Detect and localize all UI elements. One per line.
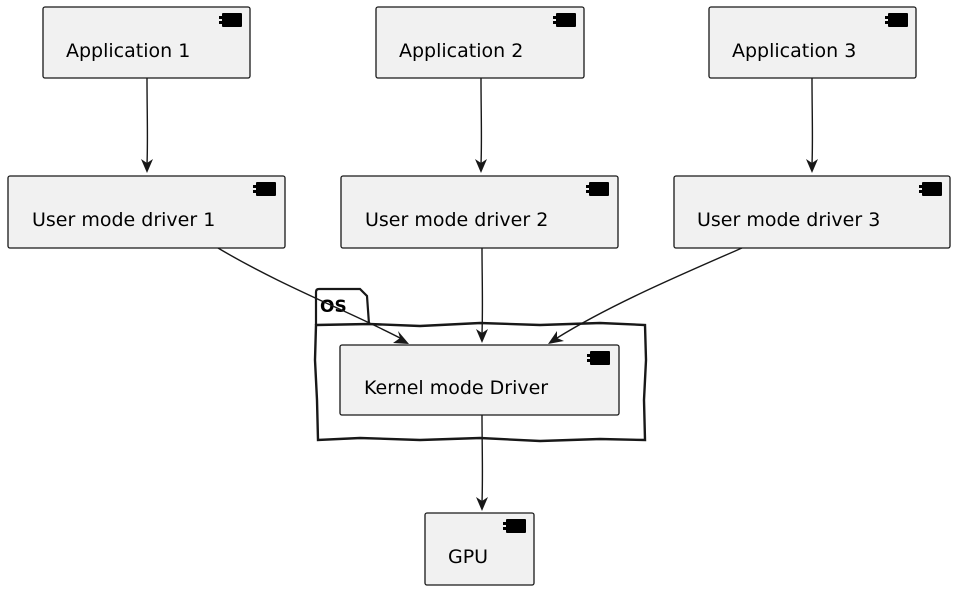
node-label: GPU [448, 546, 488, 568]
node-user-mode-driver-1: User mode driver 1 [7, 175, 286, 249]
node-user-mode-driver-3: User mode driver 3 [673, 175, 951, 249]
node-application-2: Application 2 [375, 6, 585, 79]
node-label: Kernel mode Driver [364, 377, 548, 399]
node-application-3: Application 3 [708, 6, 917, 79]
node-application-1: Application 1 [42, 6, 251, 79]
edges [141, 77, 818, 511]
node-label: User mode driver 3 [697, 209, 880, 231]
node-gpu: GPU [424, 512, 535, 586]
node-label: Application 2 [399, 40, 523, 62]
node-label: Application 3 [732, 40, 856, 62]
component-icon [586, 182, 609, 196]
node-label: User mode driver 2 [365, 209, 548, 231]
component-icon [553, 13, 576, 27]
edge-umd1-kmd [217, 247, 409, 344]
edge-app3-umd3 [806, 77, 818, 173]
edge-kmd-gpu [476, 414, 488, 511]
component-icon [919, 182, 942, 196]
component-icon [503, 519, 526, 533]
edge-umd3-kmd [548, 247, 743, 344]
component-icon [885, 13, 908, 27]
component-icon [253, 182, 276, 196]
node-label: User mode driver 1 [32, 209, 215, 231]
component-icon [219, 13, 242, 27]
edge-umd2-kmd [476, 247, 488, 343]
edge-app2-umd2 [475, 77, 487, 173]
node-user-mode-driver-2: User mode driver 2 [340, 175, 619, 249]
component-icon [587, 351, 610, 365]
node-kernel-mode-driver: Kernel mode Driver [339, 344, 620, 416]
node-label: Application 1 [66, 40, 190, 62]
edge-app1-umd1 [141, 77, 153, 173]
